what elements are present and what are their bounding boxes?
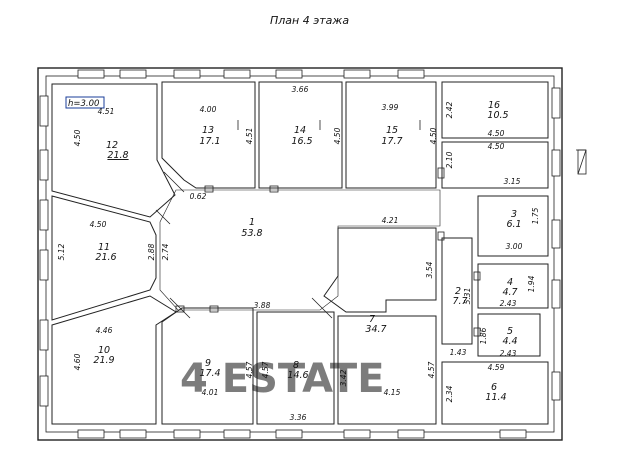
ceiling-height: h=3.00 xyxy=(68,99,99,109)
room-6-area: 11.4 xyxy=(485,392,506,403)
dim-4-50-r11: 4.50 xyxy=(90,220,107,229)
dim-4-57a: 4.57 xyxy=(261,361,270,378)
watermark: 4 ESTATE xyxy=(180,356,385,402)
room-labels: 12 21.8 13 17.1 14 16.5 15 17.7 16 10.5 … xyxy=(93,100,521,403)
room-3-area: 6.1 xyxy=(506,219,521,230)
dim-4-57c: 4.57 xyxy=(427,361,436,378)
room-2-area: 7.7 xyxy=(452,296,467,307)
room-10-area: 21.9 xyxy=(93,355,114,366)
dim-2-74: 2.74 xyxy=(161,243,170,260)
room-9-number: 9 xyxy=(205,358,211,369)
dim-2-43a: 2.43 xyxy=(500,299,517,308)
dim-3-54: 3.54 xyxy=(425,261,434,278)
room-5-area: 4.4 xyxy=(502,336,517,347)
dimension-labels: 4.51 4.50 4.00 4.51 3.66 4.50 3.99 4.50 … xyxy=(57,85,540,422)
room-14-number: 14 xyxy=(294,125,306,136)
dim-4-01: 4.01 xyxy=(202,388,219,397)
dim-1-75: 1.75 xyxy=(531,207,540,224)
room-13-area: 17.1 xyxy=(199,136,220,147)
room-4-area: 4.7 xyxy=(502,287,517,298)
dim-2-10: 2.10 xyxy=(445,151,454,168)
dim-4-50-r12: 4.50 xyxy=(73,129,82,146)
door-marks xyxy=(155,120,587,337)
dim-3-00: 3.00 xyxy=(506,242,523,251)
room-1-area: 53.8 xyxy=(241,228,262,239)
dim-3-36: 3.36 xyxy=(290,413,307,422)
partitions xyxy=(51,81,549,425)
room-13-number: 13 xyxy=(202,125,214,136)
room-6-number: 6 xyxy=(491,382,497,393)
dim-2-88: 2.88 xyxy=(147,243,156,260)
dim-4-50-r16b: 4.50 xyxy=(488,142,505,151)
room-4-number: 4 xyxy=(507,277,513,288)
dim-4-51-r13: 4.51 xyxy=(245,128,254,145)
dim-4-21: 4.21 xyxy=(382,216,399,225)
room-11-area: 21.6 xyxy=(95,252,116,263)
room-8-area: 14.6 xyxy=(287,370,308,381)
room-16-area: 10.5 xyxy=(487,110,508,121)
room-10-number: 10 xyxy=(98,345,110,356)
dim-2-43b: 2.43 xyxy=(500,349,517,358)
dim-3-99: 3.99 xyxy=(382,103,399,112)
room-7-number: 7 xyxy=(369,314,375,325)
dim-2-42: 2.42 xyxy=(445,101,454,118)
room-12-area: 21.8 xyxy=(107,150,128,161)
dim-4-60: 4.60 xyxy=(73,353,82,370)
dim-5-12: 5.12 xyxy=(57,243,66,260)
dim-4-46: 4.46 xyxy=(96,326,113,335)
dim-1-86: 1.86 xyxy=(479,327,488,344)
dim-4-00: 4.00 xyxy=(200,105,217,114)
dim-4-50-r16a: 4.50 xyxy=(488,129,505,138)
room-15-area: 17.7 xyxy=(381,136,402,147)
dim-4-50-r15: 4.50 xyxy=(429,127,438,144)
room-12-number: 12 xyxy=(106,140,118,151)
windows xyxy=(39,69,561,439)
dim-3-66: 3.66 xyxy=(292,85,309,94)
ceiling-height-box xyxy=(65,96,105,109)
dim-1-94: 1.94 xyxy=(527,275,536,292)
dim-3-88: 3.88 xyxy=(254,301,271,310)
room-8-number: 8 xyxy=(293,360,299,371)
room-5-number: 5 xyxy=(507,326,513,337)
dim-3-42: 3.42 xyxy=(339,369,348,386)
dim-2-34: 2.34 xyxy=(445,385,454,402)
plan-title: План 4 этажа xyxy=(270,14,349,27)
room-11-number: 11 xyxy=(98,242,110,253)
dim-4-15: 4.15 xyxy=(384,388,401,397)
dim-4-57b: 4.57 xyxy=(245,361,254,378)
room-16-number: 16 xyxy=(488,100,500,111)
room-14-area: 16.5 xyxy=(291,136,312,147)
dim-1-43: 1.43 xyxy=(450,348,467,357)
room-3-number: 3 xyxy=(511,209,517,220)
room-15-number: 15 xyxy=(386,125,398,136)
room-7-area: 34.7 xyxy=(365,324,386,335)
dim-5-31: 5.31 xyxy=(463,288,472,305)
dim-4-59: 4.59 xyxy=(488,363,505,372)
dim-0-62: 0.62 xyxy=(190,192,207,201)
dim-4-50-r14: 4.50 xyxy=(333,127,342,144)
dim-4-51: 4.51 xyxy=(98,107,115,116)
room-2-number: 2 xyxy=(455,286,461,297)
room-1-number: 1 xyxy=(249,217,255,228)
room-9-area: 17.4 xyxy=(199,368,220,379)
dim-3-15: 3.15 xyxy=(504,177,521,186)
